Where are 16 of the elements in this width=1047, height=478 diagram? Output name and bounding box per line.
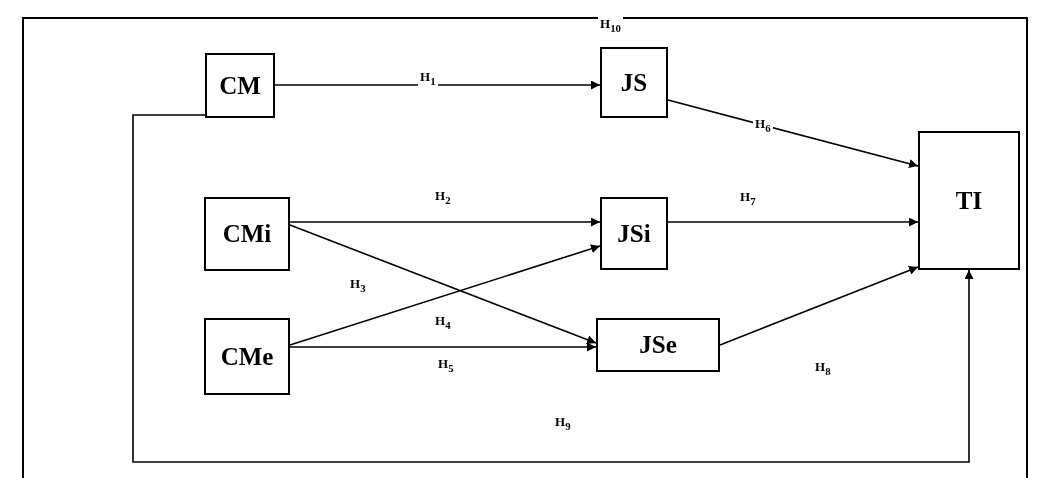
arrow: [289, 217, 601, 227]
arrow: [667, 99, 919, 169]
arrow: [667, 217, 919, 227]
variable-box: CMe: [204, 318, 290, 395]
variable-box: TI: [918, 131, 1020, 270]
variable-box: JS: [600, 47, 668, 118]
arrow: [289, 244, 601, 346]
arrow: [719, 266, 919, 346]
arrow: [289, 224, 597, 344]
variable-box: CMi: [204, 197, 290, 271]
variable-box: CM: [205, 53, 275, 118]
arrow: [132, 114, 974, 463]
variable-box: JSe: [596, 318, 720, 372]
arrow: [289, 342, 597, 352]
arrow: [274, 80, 601, 90]
variable-box: JSi: [600, 197, 668, 270]
